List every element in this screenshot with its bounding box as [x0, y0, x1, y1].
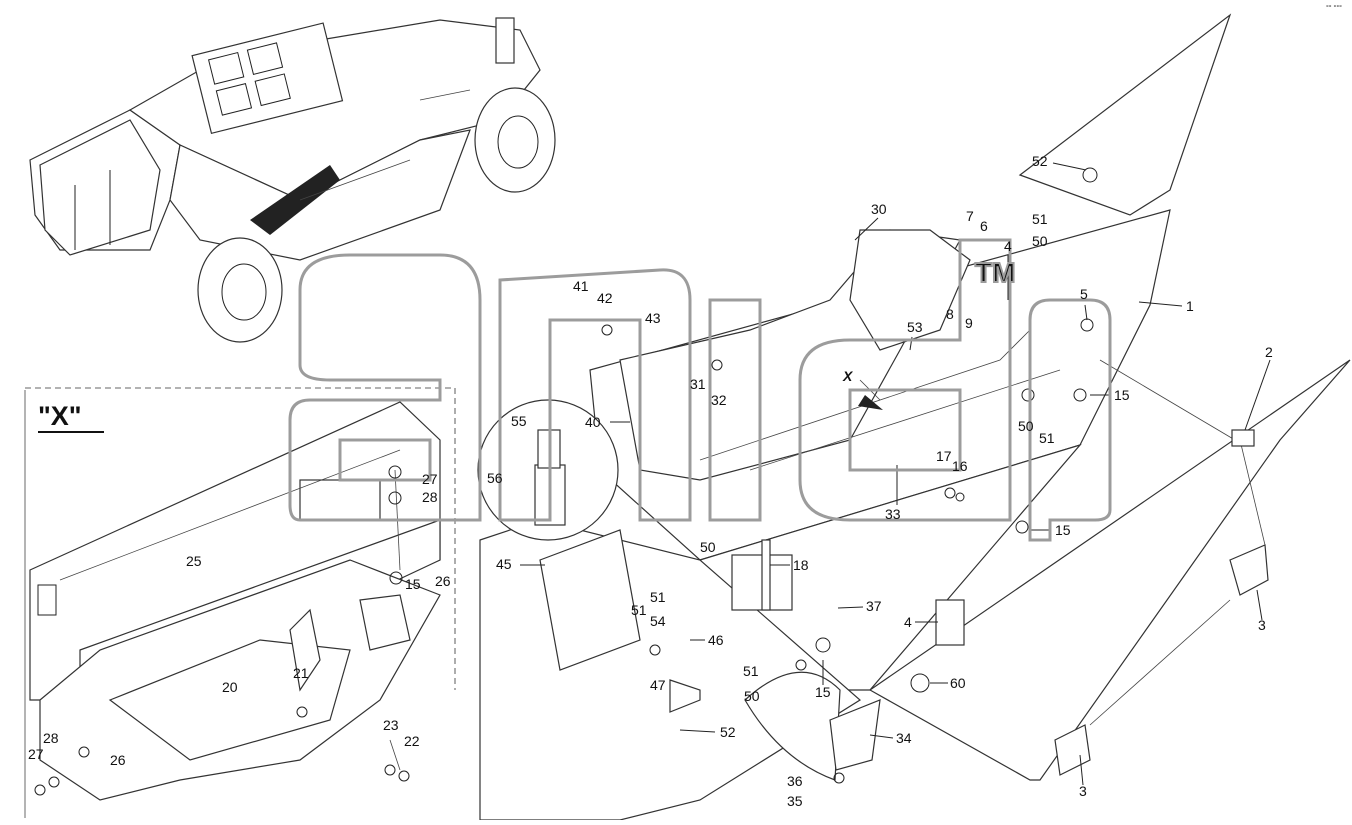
callout-53: 53: [907, 319, 923, 335]
callout-50: 50: [1018, 418, 1034, 434]
callout-31: 31: [690, 376, 706, 392]
detail-view-title: "X": [38, 401, 82, 431]
callout-16: 16: [952, 458, 968, 474]
callout-45: 45: [496, 556, 512, 572]
callout-27: 27: [422, 471, 438, 487]
callout-26: 26: [435, 573, 451, 589]
callout-28: 28: [422, 489, 438, 505]
callout-51: 51: [631, 602, 647, 618]
main-assembly: [477, 13, 1351, 821]
watermark-tm: TM: [975, 257, 1015, 288]
callout-3: 3: [1258, 617, 1266, 633]
corner-mark: °° °°°: [1326, 4, 1342, 12]
callout-30: 30: [871, 201, 887, 217]
callout-21: 21: [293, 665, 309, 681]
callout-4: 4: [1004, 238, 1012, 254]
callout-32: 32: [711, 392, 727, 408]
callout-26: 26: [110, 752, 126, 768]
callout-51: 51: [650, 589, 666, 605]
callout-52: 52: [1032, 153, 1048, 169]
callout-42: 42: [597, 290, 613, 306]
callout-5: 5: [1080, 286, 1088, 302]
callout-15: 15: [1114, 387, 1130, 403]
labels: "X" X TM °° °°° 1 2 3 3 4 4 5 6 7 8 9 15…: [28, 4, 1342, 809]
callout-4: 4: [904, 614, 912, 630]
callout-54: 54: [650, 613, 666, 629]
machine-overview-illustration: [29, 17, 556, 343]
callout-9: 9: [965, 315, 973, 331]
callout-23: 23: [383, 717, 399, 733]
callout-50: 50: [744, 688, 760, 704]
leader-lines: [520, 162, 1271, 786]
callout-55: 55: [511, 413, 527, 429]
callout-51: 51: [1032, 211, 1048, 227]
callout-27: 27: [28, 746, 44, 762]
callout-50: 50: [700, 539, 716, 555]
callout-28: 28: [43, 730, 59, 746]
callout-17: 17: [936, 448, 952, 464]
callout-40: 40: [585, 414, 601, 430]
callout-20: 20: [222, 679, 238, 695]
callout-50: 50: [1032, 233, 1048, 249]
callout-43: 43: [645, 310, 661, 326]
callout-6: 6: [980, 218, 988, 234]
callout-46: 46: [708, 632, 724, 648]
callout-22: 22: [404, 733, 420, 749]
callout-1: 1: [1186, 298, 1194, 314]
callout-35: 35: [787, 793, 803, 809]
view-arrow-label: X: [842, 368, 854, 384]
callout-60: 60: [950, 675, 966, 691]
watermark: [288, 238, 1112, 542]
callout-18: 18: [793, 557, 809, 573]
callout-41: 41: [573, 278, 589, 294]
callout-52: 52: [720, 724, 736, 740]
callout-2: 2: [1265, 344, 1273, 360]
callout-36: 36: [787, 773, 803, 789]
callout-15: 15: [1055, 522, 1071, 538]
callout-25: 25: [186, 553, 202, 569]
callout-37: 37: [866, 598, 882, 614]
callout-51: 51: [1039, 430, 1055, 446]
callout-3: 3: [1079, 783, 1087, 799]
callout-56: 56: [487, 470, 503, 486]
callout-15: 15: [405, 576, 421, 592]
callout-47: 47: [650, 677, 666, 693]
callout-51: 51: [743, 663, 759, 679]
callout-33: 33: [885, 506, 901, 522]
callout-34: 34: [896, 730, 912, 746]
callout-8: 8: [946, 306, 954, 322]
callout-15: 15: [815, 684, 831, 700]
callout-7: 7: [966, 208, 974, 224]
detail-view-x: [24, 387, 456, 818]
